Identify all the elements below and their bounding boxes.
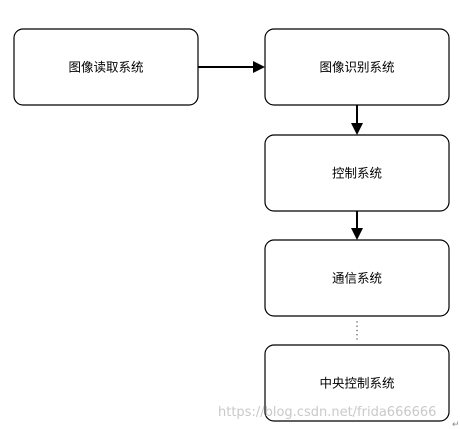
node-n4: 通信系统 — [264, 239, 450, 317]
node-label: 图像识别系统 — [319, 60, 394, 75]
node-box — [264, 28, 450, 106]
edges — [198, 61, 363, 340]
edge-dot — [356, 329, 358, 332]
node-n3: 控制系统 — [264, 134, 450, 212]
edge-dot — [356, 338, 358, 340]
node-box — [13, 28, 199, 106]
edge-dot — [356, 334, 358, 336]
edge-n4-n5 — [356, 321, 358, 340]
node-n1: 图像读取系统 — [13, 28, 199, 106]
edge-dot — [356, 325, 358, 327]
edge-n3-n4 — [351, 211, 363, 240]
watermark-text: https://blog.csdn.net/frida666666 — [218, 405, 436, 420]
arrow-head — [351, 228, 363, 240]
node-box — [264, 239, 450, 317]
node-box — [264, 344, 450, 422]
arrow-head — [351, 123, 363, 135]
node-n5: 中央控制系统 — [264, 344, 450, 422]
arrow-head — [253, 61, 265, 73]
return-mark: ↵ — [452, 420, 460, 429]
node-box — [264, 134, 450, 212]
node-label: 通信系统 — [332, 271, 382, 286]
edge-n2-n3 — [351, 105, 363, 135]
node-label: 控制系统 — [332, 166, 382, 181]
node-label: 图像读取系统 — [68, 60, 143, 75]
edge-dot — [356, 321, 358, 323]
node-label: 中央控制系统 — [319, 376, 394, 391]
edge-n1-n2 — [198, 61, 265, 73]
node-n2: 图像识别系统 — [264, 28, 450, 106]
